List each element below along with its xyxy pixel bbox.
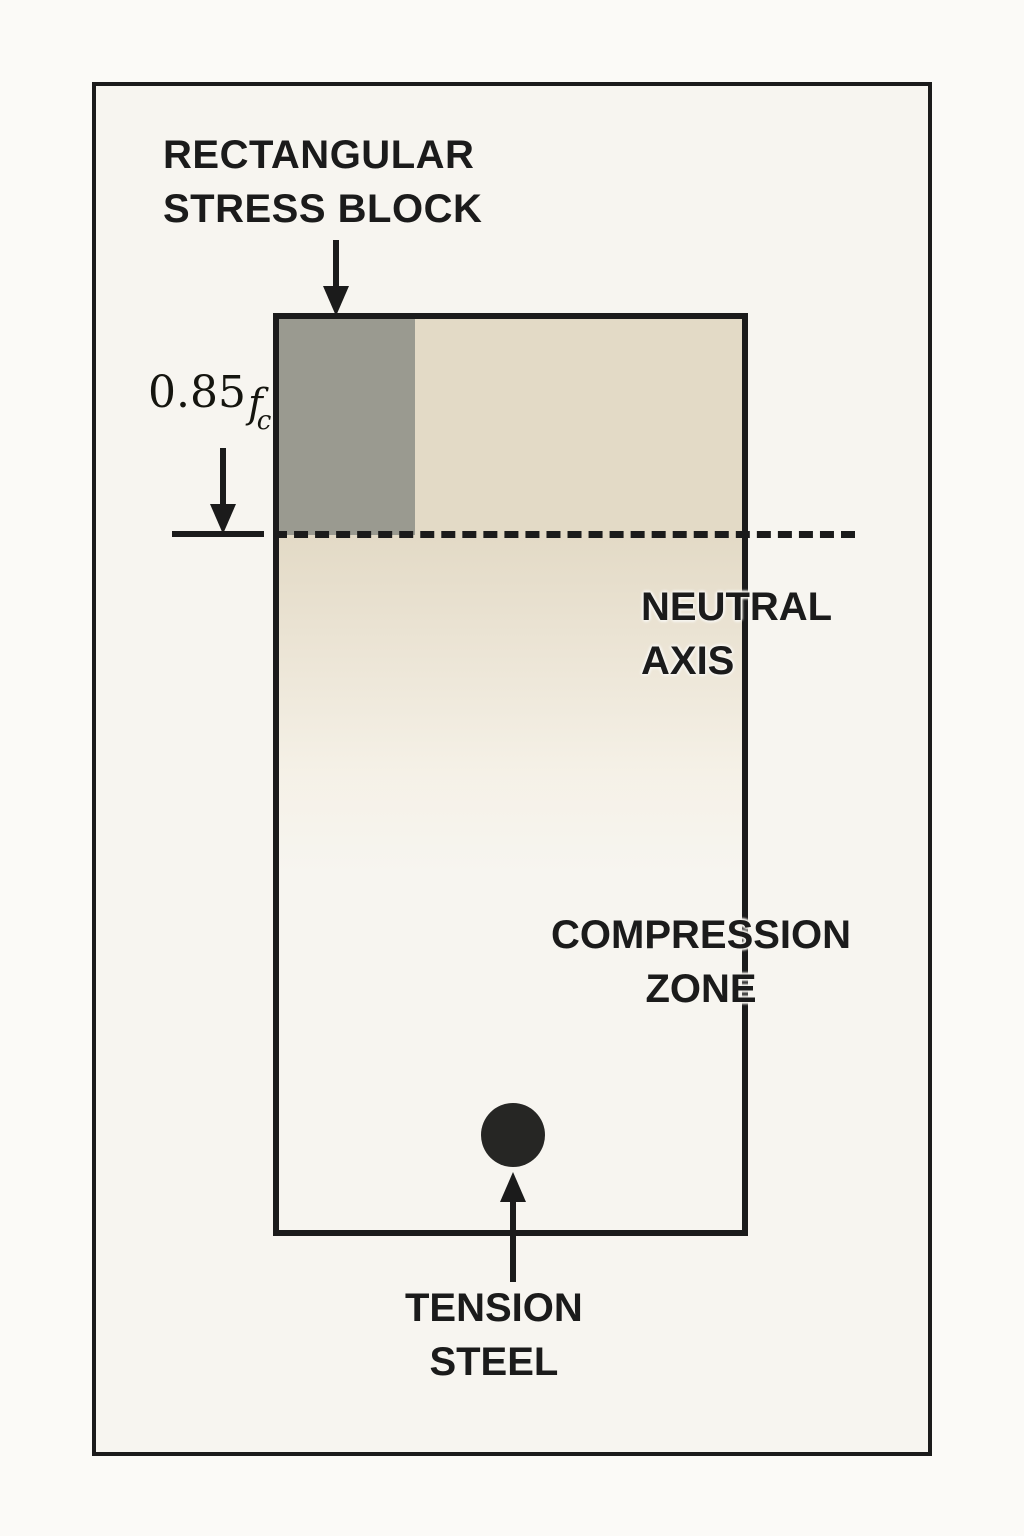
stress-block-concrete-region — [415, 313, 748, 535]
stress-symbol-subscript: c — [256, 406, 272, 436]
arrow-head — [210, 504, 236, 534]
neutral-axis-label-line-1: NEUTRAL — [641, 585, 833, 629]
arrow-head — [323, 286, 349, 316]
compression-zone-label-line-1: COMPRESSION — [551, 913, 852, 957]
diagram-title: RECTANGULAR STRESS BLOCK — [163, 128, 482, 237]
tension-steel-label: TENSION STEEL — [405, 1281, 583, 1390]
tension-steel-label-line-1: TENSION — [405, 1286, 583, 1330]
tension-steel-label-line-2: STEEL — [429, 1340, 559, 1385]
beam-outline — [273, 313, 748, 1236]
beam-cross-section — [273, 313, 748, 1236]
diagram-title-line-2: STRESS BLOCK — [163, 187, 483, 232]
arrow-up-icon-tension-steel — [500, 1172, 526, 1282]
neutral-axis-label-line-2: AXIS — [641, 639, 735, 684]
arrow-shaft — [333, 240, 339, 292]
diagram-title-line-1: RECTANGULAR — [163, 133, 475, 177]
arrow-shaft — [510, 1196, 516, 1282]
stress-dimension-tick — [172, 531, 264, 537]
neutral-axis-label: NEUTRAL AXIS — [641, 580, 832, 689]
compression-zone-label: COMPRESSION ZONE — [551, 908, 851, 1017]
stress-block-compression-region — [273, 313, 415, 535]
compression-zone-gradient — [273, 535, 748, 875]
dashed-line-icon-neutral-axis — [273, 531, 855, 538]
arrow-shaft — [220, 448, 226, 510]
stress-magnitude-label: 0.85fc — [148, 371, 275, 435]
arrow-down-icon-title — [323, 240, 349, 316]
rebar-circle-icon — [481, 1103, 545, 1167]
rectangular-stress-block — [273, 313, 748, 535]
compression-zone-label-line-2: ZONE — [645, 967, 757, 1012]
stress-coefficient: 0.85 — [148, 367, 246, 418]
stress-symbol: f — [247, 381, 263, 427]
arrow-down-icon-stress — [210, 448, 236, 534]
